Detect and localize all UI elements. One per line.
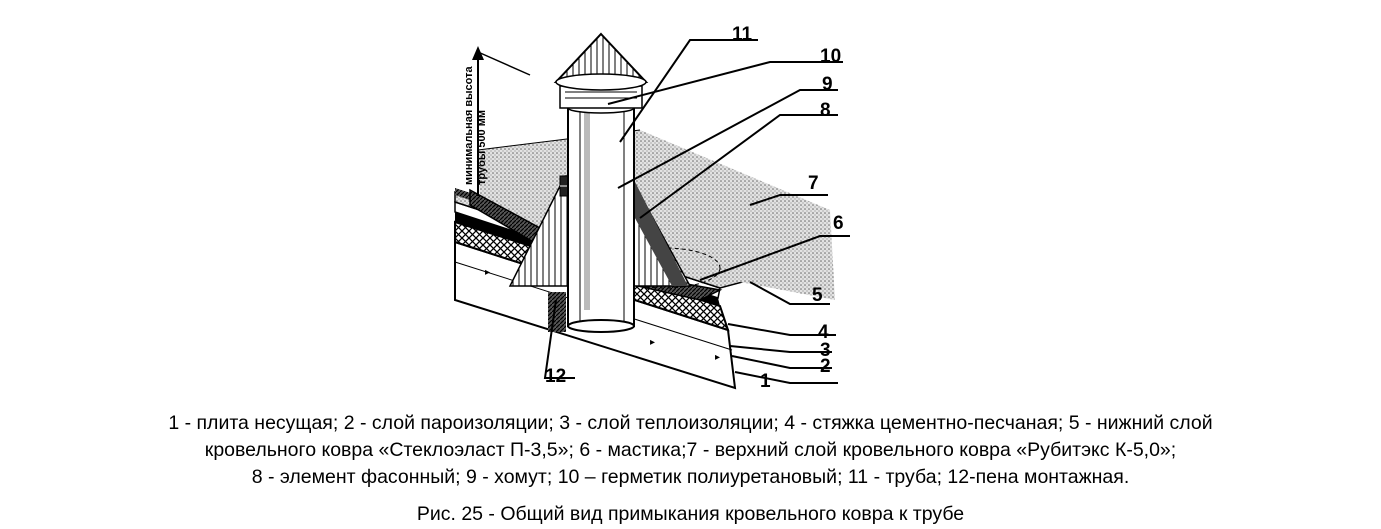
callout-4: 4 (818, 322, 829, 343)
callout-2: 2 (820, 356, 831, 377)
svg-text:▸: ▸ (485, 267, 490, 278)
legend-line-1: 1 - плита несущая; 2 - слой пароизоляции… (168, 412, 1213, 434)
callout-11: 11 (732, 24, 753, 45)
dimension-label-line-1: минимальная высота (463, 65, 475, 185)
callout-12: 12 (545, 366, 566, 387)
callout-3: 3 (820, 340, 831, 361)
roof-pipe-junction-diagram: ▸ ▸ ▸ · (454, 24, 850, 392)
leader-lines (543, 39, 850, 384)
mounting-foam (548, 292, 566, 332)
dimension-label: минимальная высота трубы 500 мм (463, 65, 488, 185)
callout-numbers: 1 2 3 4 5 6 7 8 9 10 11 12 (545, 24, 844, 392)
pipe (567, 102, 635, 333)
callout-1: 1 (760, 371, 771, 392)
callout-6: 6 (833, 213, 844, 234)
pipe-cap (553, 32, 649, 109)
figure-title: Рис. 25 - Общий вид примыкания кровельно… (416, 503, 965, 525)
callout-7: 7 (808, 173, 819, 194)
legend-line-2: кровельного ковра «Стеклоэласт П-3,5»; 6… (204, 439, 1177, 461)
svg-text:▸: ▸ (715, 352, 720, 363)
callout-8: 8 (820, 100, 831, 121)
dimension-label-line-2: трубы 500 мм (476, 110, 488, 185)
callout-5: 5 (812, 285, 823, 306)
legend-line-3: 8 - элемент фасонный; 9 - хомут; 10 – ге… (251, 466, 1130, 488)
svg-text:▸: ▸ (650, 337, 655, 348)
callout-9: 9 (822, 74, 833, 95)
callout-10: 10 (820, 46, 841, 67)
dimension-line (472, 46, 531, 196)
